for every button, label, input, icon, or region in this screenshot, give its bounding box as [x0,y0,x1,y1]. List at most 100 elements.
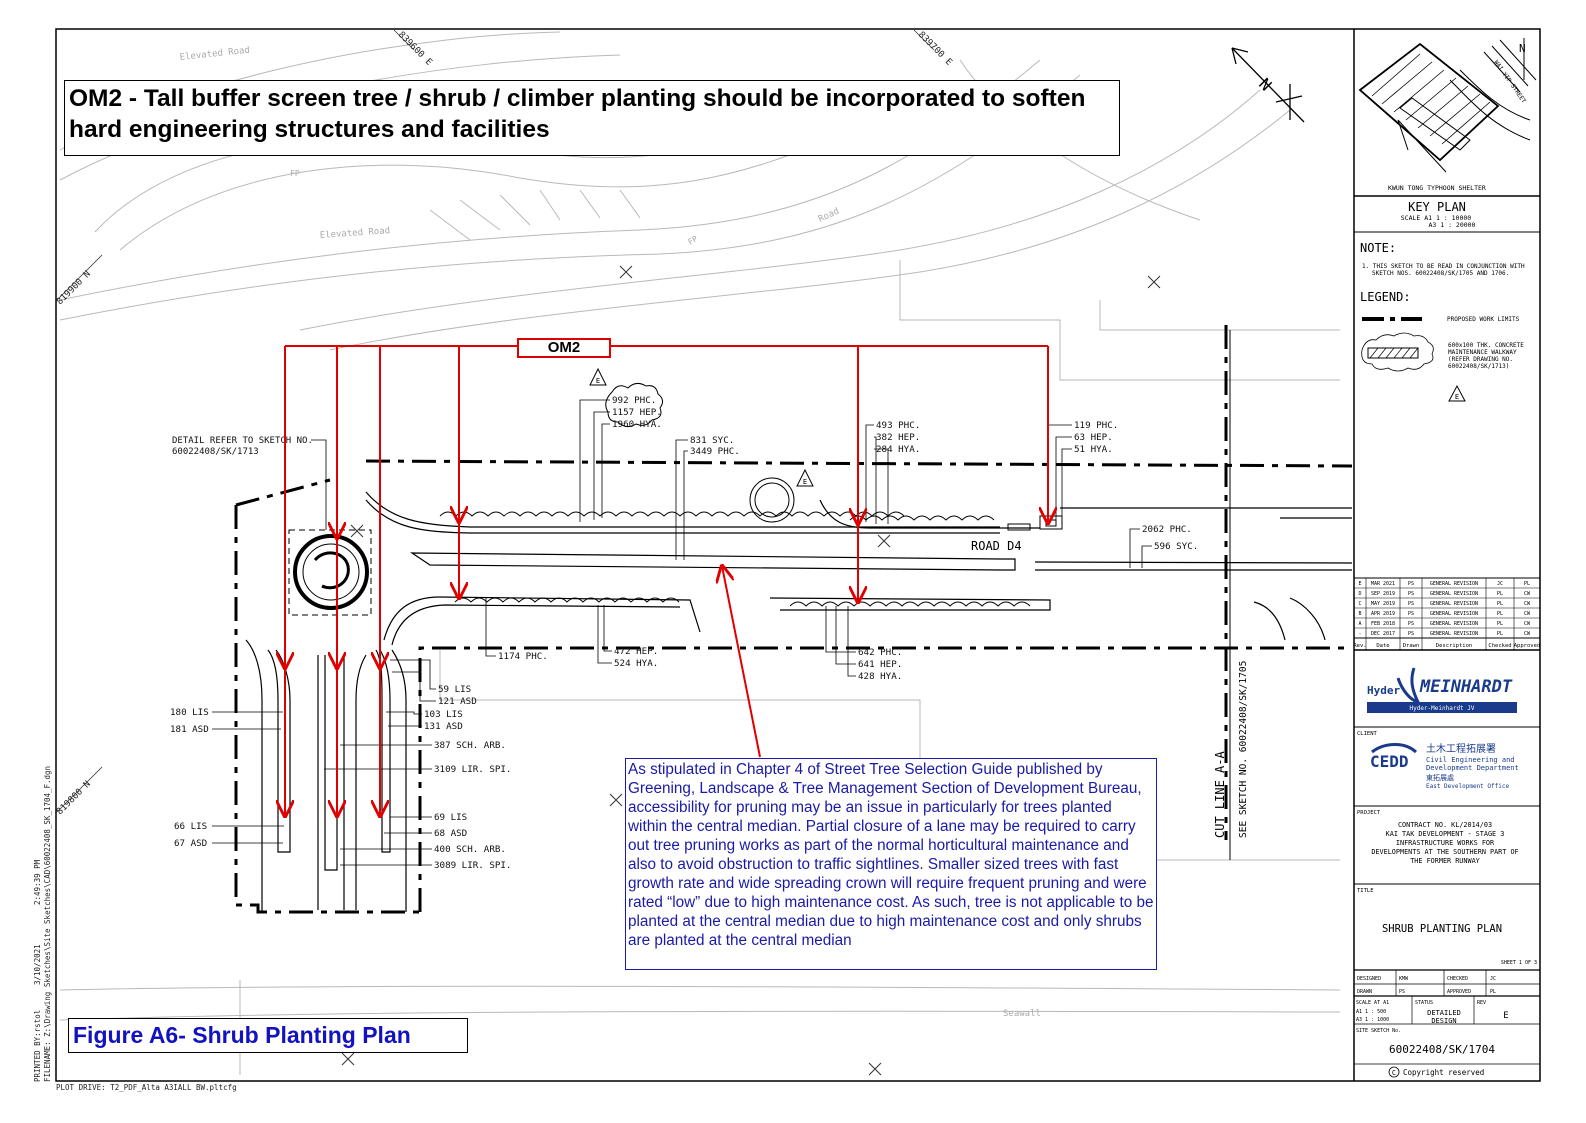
project-label: PROJECT [1357,810,1381,816]
consultant-jv-bar [1367,702,1517,713]
north-arrow: N [1231,47,1305,123]
revision-cell: GENERAL REVISION [1430,591,1478,597]
plant-label: 3089 LIR. SPI. [434,860,511,871]
see-sketch-label: SEE SKETCH NO. 60022408/SK/1705 [1238,661,1249,838]
om2-heading: OM2 - Tall buffer screen tree / shrub / … [64,80,1120,156]
plant-label: 524 HYA. [614,658,658,669]
key-plan-title: KEY PLAN [1408,200,1466,214]
plant-label: 428 HYA. [858,671,902,682]
approved-value: PL [1490,989,1496,995]
rev-label: REV [1477,1000,1486,1006]
checked-value: JC [1490,976,1496,982]
print-info: PRINTED BY:rstol 3/10/2021 2:49:39 PM FI… [33,766,237,1092]
rev-header: Rev. [1353,643,1366,649]
grid-label-e: 839600 E [396,30,434,68]
revision-cell: CW [1524,631,1531,637]
rev-header: Checked [1488,643,1511,649]
rev-header: Approved [1514,643,1541,649]
designed-label: DESIGNED [1357,976,1381,982]
cedd-name: Civil Engineering and [1426,756,1515,764]
tree-cloud-symbol [605,382,795,523]
revision-cell: CW [1524,621,1531,627]
plant-label: 284 HYA. [876,444,920,455]
grid-label-n: 819900 N [55,269,93,307]
detail-reference-number: 60022408/SK/1713 [172,447,259,457]
client-label: CLIENT [1357,731,1378,737]
plant-labels: 992 PHC. 1157 HEP. 1960 HYA. 831 SYC. 34… [170,395,1198,871]
sheet-number: SHEET 1 OF 3 [1501,960,1537,966]
cedd-name-cn: 土木工程拓展署 [1426,742,1496,755]
approved-label: APPROVED [1447,989,1471,995]
print-time: 2:49:39 PM [33,859,42,905]
cedd-logo-arc [1371,743,1418,754]
rev-value: E [1503,1011,1508,1021]
drawn-label: DRAWN [1357,989,1372,995]
consultant-logo-mark [1396,667,1421,705]
legend-title: LEGEND: [1360,290,1411,304]
plot-drive: PLOT DRIVE: T2_PDF_Alta A3IALL BW.pltcfg [56,1083,237,1092]
site-label-fp: FP [290,169,300,178]
revision-cell: DEC 2017 [1371,631,1395,637]
revision-cell: PS [1408,621,1414,627]
figure-title: Figure A6- Shrub Planting Plan [68,1018,468,1053]
revision-cell: APR 2019 [1371,611,1395,617]
plant-label: 63 HEP. [1074,432,1113,443]
rev-mark: E [803,478,807,486]
signature-grid [1354,969,1540,1065]
revision-cell: GENERAL REVISION [1430,601,1478,607]
site-label-fp: FP [687,234,700,247]
revision-cell: FEB 2018 [1371,621,1395,627]
cut-line-label: CUT LINE A-A [1213,751,1227,838]
plant-label: 831 SYC. [690,435,734,446]
revision-cell: SEP 2019 [1371,591,1395,597]
consultant-brand: Hyder [1367,684,1400,697]
rev-mark: E [1455,393,1459,401]
revision-cell: - [1358,631,1361,637]
road-label: ROAD D4 [971,539,1022,553]
plant-label: 131 ASD [424,721,463,732]
plant-label: 642 PHC. [858,647,902,658]
print-date: 3/10/2021 [33,944,42,985]
status-label: STATUS [1415,1000,1433,1006]
shrub-beds [439,511,1031,607]
plant-label: 66 LIS [174,821,207,832]
revision-cell: PL [1524,581,1530,587]
plant-label: 472 HEP. [614,646,658,657]
revision-cell: E [1358,581,1361,587]
consultant-brand: MEINHARDT [1419,677,1513,697]
revision-cell: GENERAL REVISION [1430,621,1478,627]
revision-headers: Rev. Date Drawn Description Checked Appr… [1353,643,1540,649]
revision-cell: GENERAL REVISION [1430,581,1478,587]
legend-walkway: 600x100 THK. CONCRETE [1448,342,1524,349]
legend-walkway: (REFER DRAWING NO. [1448,356,1513,363]
print-filename: FILENAME: Z:\Drawing Sketches\Site Sketc… [43,766,52,1082]
plant-label: 59 LIS [438,684,471,695]
legend-work-limits: PROPOSED WORK LIMITS [1447,316,1520,323]
printed-by: PRINTED BY:rstol [33,1010,42,1082]
key-plan-map [1358,38,1537,173]
revision-cell: PL [1497,611,1503,617]
sketch-label: SITE SKETCH No. [1356,1028,1401,1034]
note-title: NOTE: [1360,241,1396,255]
cedd-name: Development Department [1426,764,1519,772]
revision-cell: PL [1497,591,1503,597]
revision-cell: CW [1524,591,1531,597]
revision-cell: MAY 2019 [1371,601,1395,607]
revision-cell: PS [1408,601,1414,607]
note-body: SKETCH NOS. 60022408/SK/1705 AND 1706. [1372,270,1509,277]
consultant-jv: Hyder-Meinhardt JV [1409,705,1474,712]
drawing-frame [55,28,1541,1082]
drawing-title: SHRUB PLANTING PLAN [1382,923,1502,935]
grid-tick-lines [56,29,935,813]
project-details: CONTRACT NO. KL/2014/03 KAI TAK DEVELOPM… [1371,821,1518,865]
plant-label: 180 LIS [170,707,209,718]
om2-callout-lines [285,345,1048,816]
rev-header: Drawn [1403,643,1420,649]
status-value: DESIGN [1431,1017,1456,1025]
drawn-value: PS [1399,989,1405,995]
scale-a1: A1 1 : 500 [1356,1009,1386,1015]
scale-a3: A3 1 : 1000 [1356,1017,1389,1023]
revision-cell: PL [1497,631,1503,637]
rev-header: Description [1436,643,1472,649]
